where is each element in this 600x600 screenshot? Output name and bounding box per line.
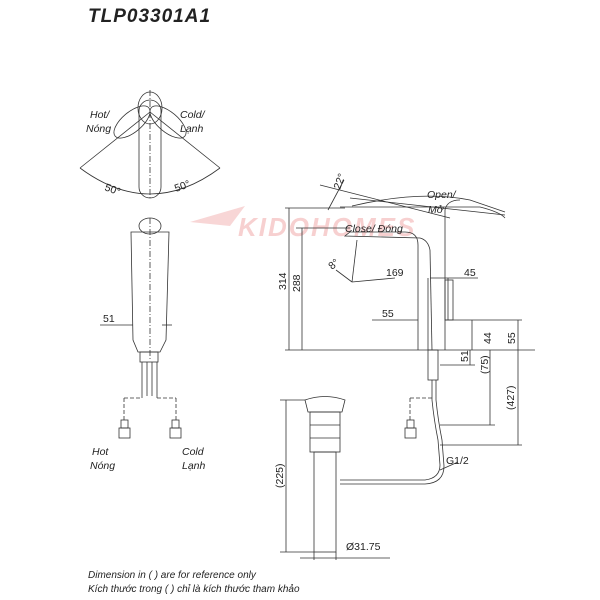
note-vietnamese: Kích thước trong ( ) chỉ là kích thước t… — [88, 584, 300, 595]
dim-75: (75) — [479, 355, 491, 374]
cold-label-vi: Lạnh — [180, 123, 204, 135]
thread-label: G1/2 — [446, 455, 469, 467]
close-label: Close/ Đóng — [345, 223, 403, 235]
open-label-vi: Mở — [428, 204, 445, 216]
top-view — [79, 90, 221, 200]
dim-225: (225) — [274, 463, 286, 488]
angle-right-label: 50° — [173, 178, 192, 195]
dim-55-left: 55 — [382, 308, 394, 320]
front-cold-label: Cold — [182, 446, 205, 458]
dim-288: 288 — [291, 274, 303, 292]
note-english: Dimension in ( ) are for reference only — [88, 570, 256, 581]
hot-label: Hot/ — [90, 109, 110, 121]
open-label: Open/ — [427, 189, 457, 201]
dim-427: (427) — [505, 385, 517, 410]
front-hot-label: Hot — [92, 446, 109, 458]
front-dim-51: 51 — [103, 313, 115, 325]
watermark-logo-icon — [190, 206, 245, 226]
angle-22-label: 22° — [332, 172, 349, 191]
dim-314: 314 — [277, 272, 289, 290]
dim-55-right: 55 — [506, 332, 518, 344]
dim-45: 45 — [464, 267, 476, 279]
dim-169: 169 — [386, 267, 404, 279]
side-view — [280, 179, 535, 560]
cold-label: Cold/ — [180, 109, 206, 121]
front-hot-label-vi: Nóng — [90, 460, 115, 472]
dim-51: 51 — [459, 350, 471, 362]
model-title: TLP03301A1 — [88, 6, 212, 27]
front-cold-label-vi: Lạnh — [182, 460, 206, 472]
angle-8-label: 8° — [326, 257, 341, 273]
dim-44: 44 — [482, 332, 494, 344]
drain-diameter: Ø31.75 — [346, 541, 381, 553]
angle-left-label: 50° — [103, 182, 122, 199]
front-view — [100, 217, 182, 439]
hot-label-vi: Nóng — [86, 123, 111, 135]
